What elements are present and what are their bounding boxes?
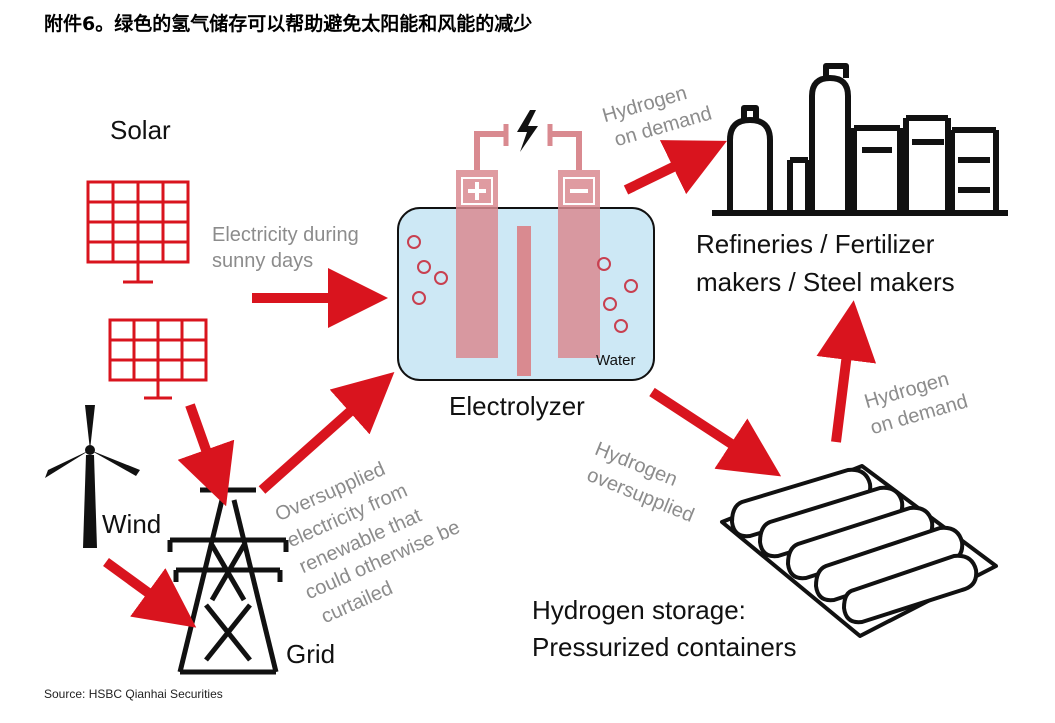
solar-label: Solar — [110, 115, 171, 145]
flow-label-electricity-line2: sunny days — [212, 250, 314, 272]
arrow-wind-to-grid — [103, 557, 197, 628]
wind-turbine-icon — [45, 405, 140, 548]
storage-label-line2: Pressurized containers — [532, 632, 797, 662]
electrolyzer-label: Electrolyzer — [449, 391, 585, 421]
wind-label: Wind — [102, 509, 162, 539]
solar-panel-icon — [108, 318, 208, 400]
water-label: Water — [596, 352, 636, 369]
power-tower-icon — [167, 487, 289, 675]
gas-cylinders-icon — [720, 464, 998, 638]
source-note: Source: HSBC Qianhai Securities — [44, 687, 223, 701]
solar-panel-icon — [86, 180, 190, 284]
lightning-icon — [517, 110, 538, 152]
arrow-electrolyzer-to-refineries — [623, 140, 727, 195]
arrow-storage-to-refineries — [816, 300, 877, 443]
factory-icon — [712, 63, 1008, 216]
refineries-label-line1: Refineries / Fertilizer — [696, 229, 935, 259]
arrow-electrolyzer-to-storage — [649, 387, 782, 477]
grid-label: Grid — [286, 639, 336, 669]
flow-arrows — [103, 140, 877, 628]
refineries-label-line2: makers / Steel makers — [696, 267, 955, 297]
arrow-grid-to-electrolyzer — [258, 372, 395, 494]
page-title: 附件6。绿色的氢气储存可以帮助避免太阳能和风能的减少 — [44, 13, 533, 35]
arrow-solar-to-grid — [177, 403, 235, 507]
storage-label-line1: Hydrogen storage: — [532, 595, 746, 625]
flow-label-electricity-line1: Electricity during — [212, 224, 359, 246]
electrolyzer-tank — [397, 124, 655, 381]
